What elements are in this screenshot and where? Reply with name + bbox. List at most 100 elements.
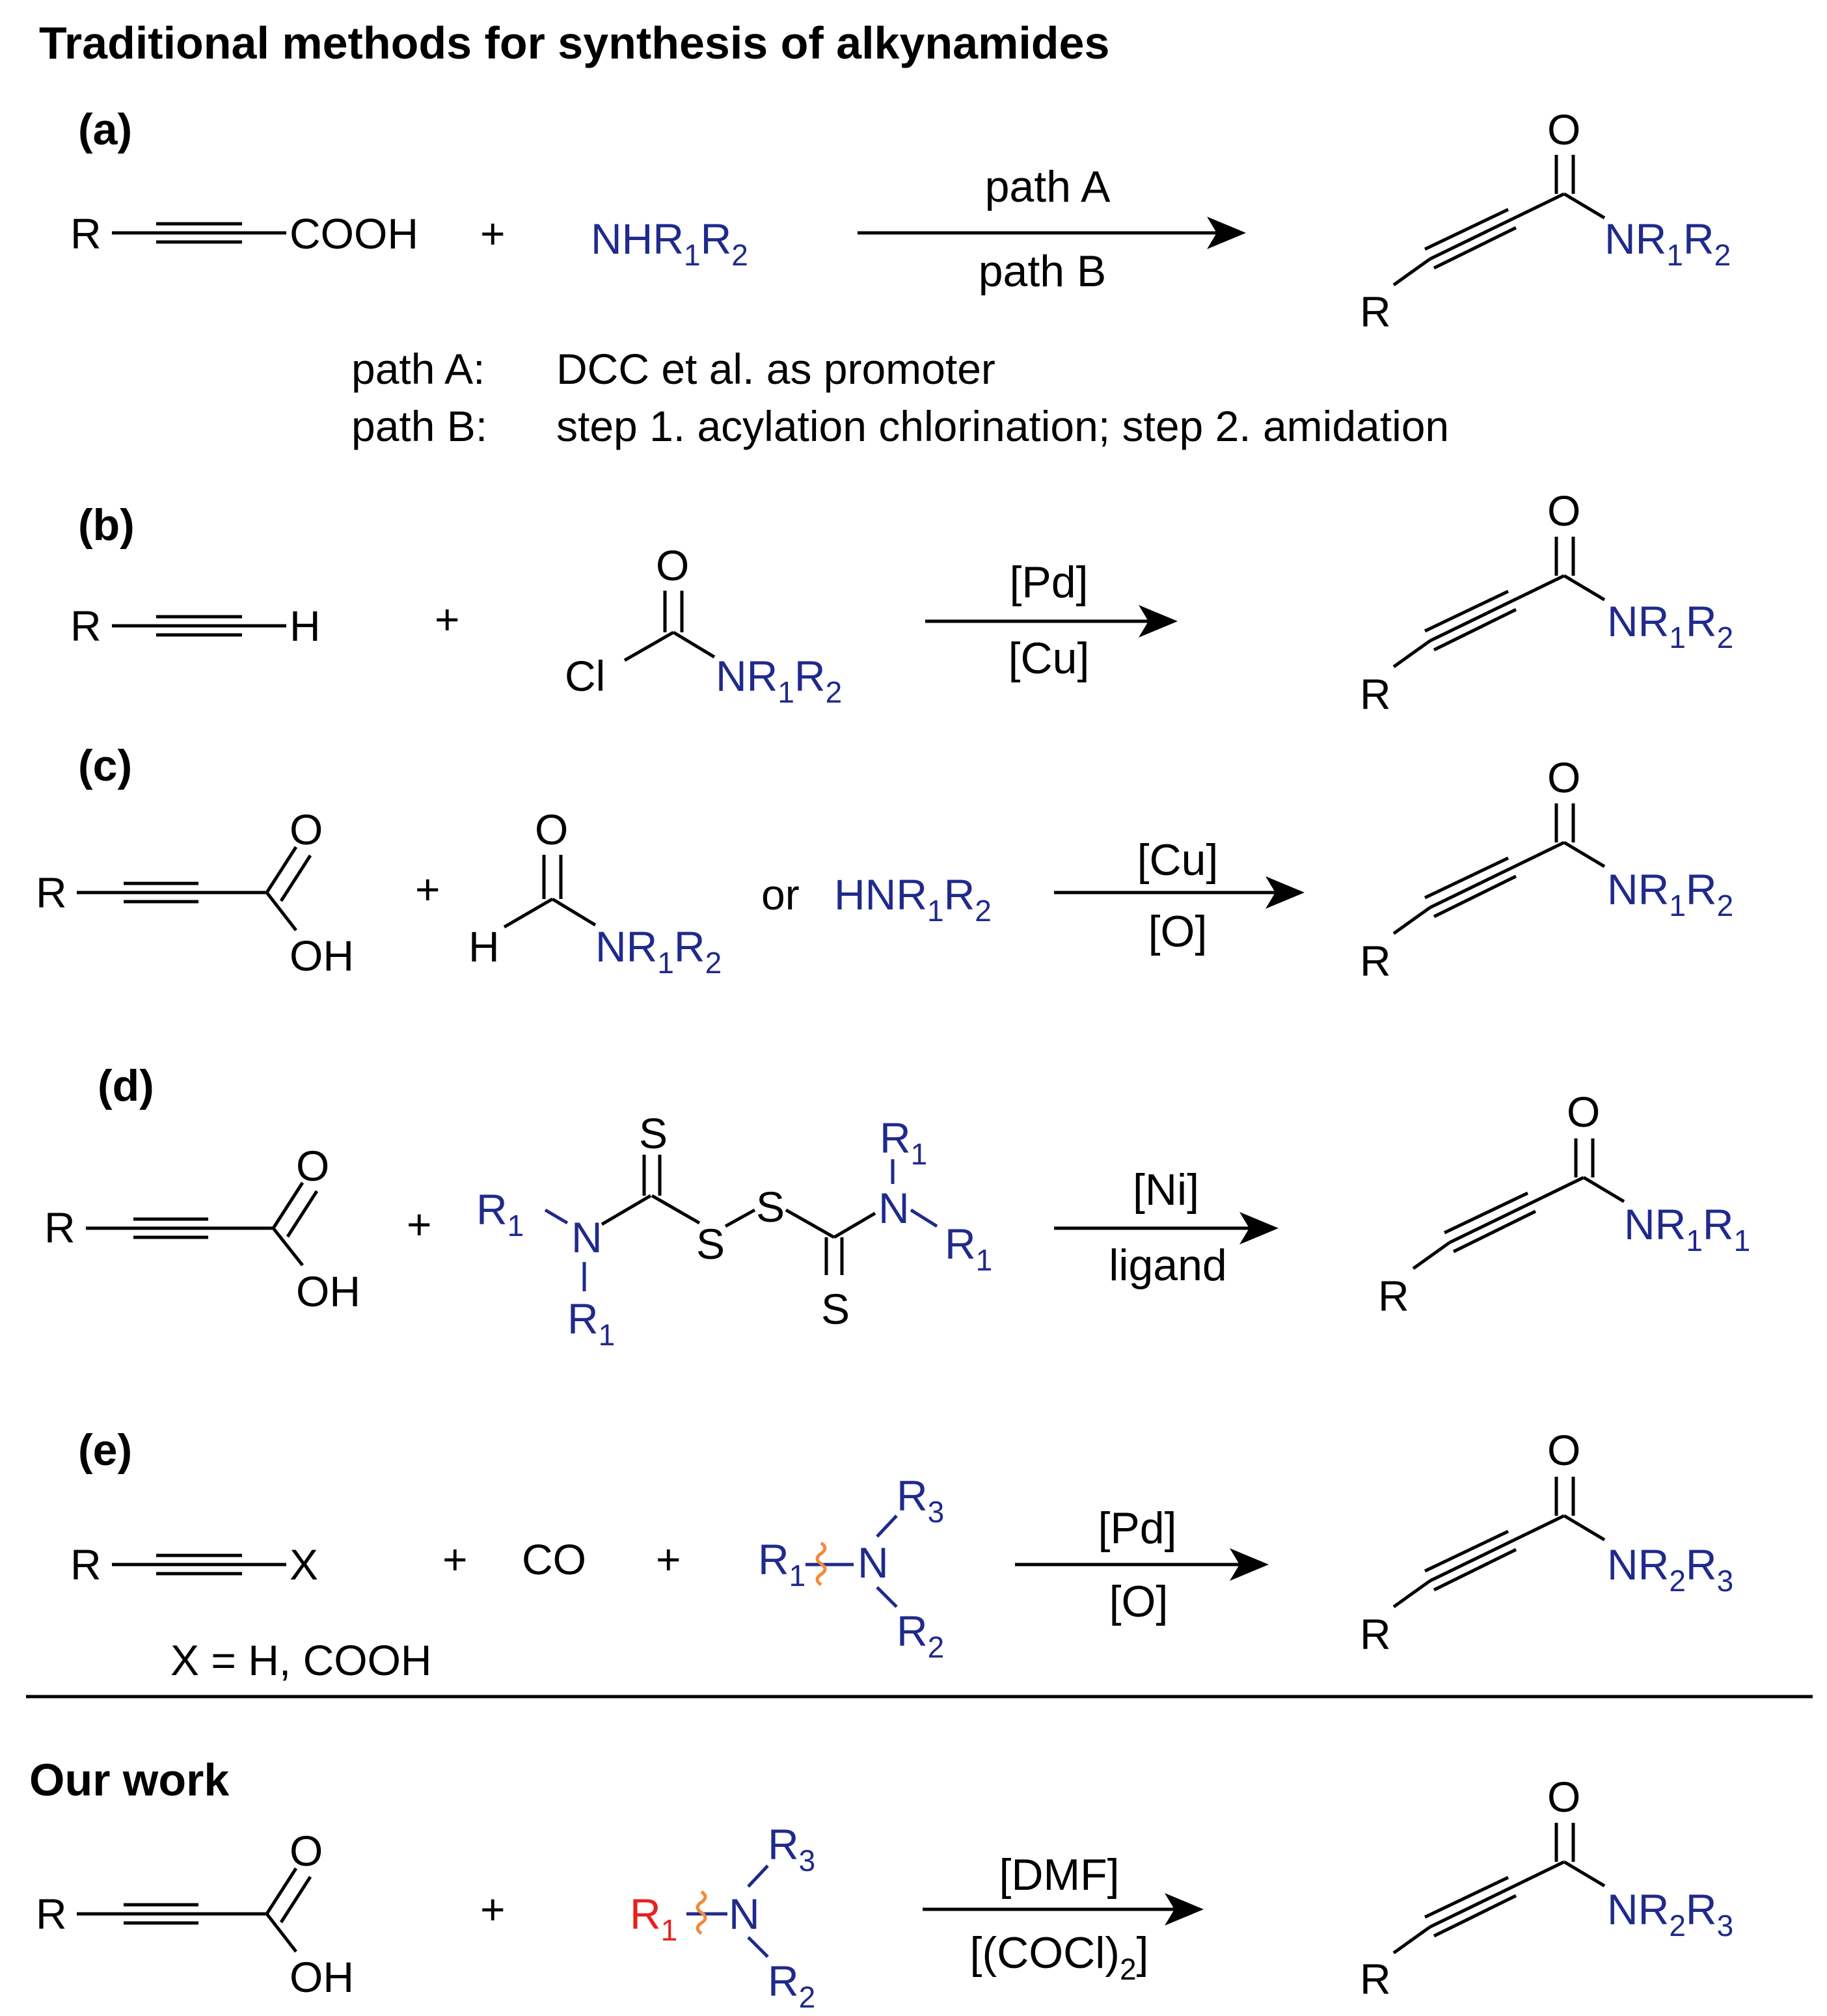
svg-text:R: R (1360, 937, 1391, 985)
svg-text:R1: R1 (945, 1220, 992, 1277)
section-c-label: (c) (78, 741, 132, 790)
formamide: O H NR1R2 (468, 805, 722, 980)
thiuram-disulfide: R1 N R1 S S S S N R1 R1 (476, 1109, 992, 1352)
or-text: or (761, 870, 800, 919)
plus-sign: + (480, 209, 506, 258)
amine-nhr1r2: NHR1R2 (591, 215, 748, 272)
section-c: (c) R O OH + O H NR1R2 or H NR1R2 [Cu] [O… (36, 741, 1733, 985)
svg-text:R2: R2 (768, 1957, 815, 2014)
svg-text:R: R (36, 1890, 67, 1938)
section-d-label: (d) (98, 1061, 154, 1110)
svg-text:R: R (1360, 1610, 1391, 1658)
note-path-b-key: path B: (351, 402, 487, 450)
arrow-label-top: [Pd] (1098, 1503, 1177, 1553)
svg-text:O: O (290, 1827, 323, 1875)
svg-text:O: O (290, 805, 323, 853)
svg-text:R: R (70, 602, 102, 650)
svg-text:O: O (296, 1142, 329, 1190)
x-definition: X = H, COOH (170, 1636, 432, 1684)
section-our-work: Our work R O OH + R1 N R3 R2 [DMF] [(COC… (29, 1754, 1733, 2014)
note-path-a-key: path A: (351, 345, 485, 393)
svg-text:NR1R2: NR1R2 (1607, 597, 1733, 654)
svg-text:H: H (468, 922, 500, 971)
svg-text:O: O (1547, 1773, 1580, 1821)
arrow-label-bottom: path B (979, 247, 1107, 296)
plus-sign: + (442, 1535, 468, 1583)
svg-text:S: S (756, 1183, 785, 1231)
svg-text:NR1R2: NR1R2 (716, 652, 842, 709)
svg-text:S: S (696, 1220, 725, 1268)
arrow-label-bottom: [O] (1148, 907, 1208, 956)
svg-text:R2: R2 (897, 1607, 944, 1664)
svg-text:X: X (290, 1540, 318, 1589)
svg-text:R: R (1360, 670, 1391, 718)
product-alkynamide: O R NR2R3 (1360, 1773, 1733, 2003)
carbamoyl-chloride: O Cl NR1R2 (565, 541, 842, 709)
svg-text:R1: R1 (476, 1185, 524, 1243)
plus-sign: + (407, 1200, 432, 1248)
product-alkynamide: O R NR1R2 (1360, 105, 1731, 336)
svg-text:OH: OH (290, 932, 354, 980)
product-alkynamide: O R NR1R2 (1360, 753, 1733, 985)
section-a: (a) R COOH + NHR1R2 path A path B O R NR… (70, 105, 1731, 450)
svg-text:R: R (70, 1540, 102, 1589)
plus-sign: + (480, 1885, 506, 1933)
svg-text:R: R (1378, 1272, 1409, 1320)
section-b-label: (b) (78, 500, 135, 550)
product-alkynamide: O R NR2R3 (1360, 1426, 1733, 1658)
arrow-label-bottom: [O] (1109, 1577, 1169, 1626)
co-reagent: CO (522, 1535, 586, 1583)
svg-text:OH: OH (290, 1953, 354, 2001)
product-alkynamide: O R NR1R2 (1360, 487, 1733, 718)
svg-text:O: O (1547, 487, 1580, 535)
svg-text:O: O (1567, 1088, 1600, 1136)
svg-text:R: R (1360, 288, 1391, 336)
arrow-label-top: [Pd] (1010, 558, 1089, 607)
svg-text:R1: R1 (567, 1295, 615, 1352)
svg-text:N: N (878, 1184, 910, 1232)
arrow-label-top: [Ni] (1133, 1165, 1199, 1215)
arrow-label-bottom: [Cu] (1008, 634, 1090, 683)
cooh-group: COOH (290, 209, 418, 258)
svg-text:Cl: Cl (565, 652, 605, 700)
tertiary-amine: R1 N R3 R2 (758, 1472, 944, 1664)
svg-text:R3: R3 (897, 1472, 944, 1529)
svg-text:R: R (1360, 1955, 1391, 2003)
section-e: (e) R X + CO + R1 N R3 R2 [Pd] [O] X = H… (70, 1425, 1733, 1684)
svg-text:N: N (571, 1213, 602, 1261)
svg-text:NR1R2: NR1R2 (1607, 865, 1733, 922)
section-a-label: (a) (78, 105, 132, 154)
arrow-label-bottom: [(COCl)2] (970, 1928, 1149, 1986)
scheme-title: Traditional methods for synthesis of alk… (39, 18, 1109, 68)
svg-text:R1: R1 (630, 1890, 677, 1947)
product-alkynamide: O R NR1R1 (1378, 1088, 1750, 1320)
svg-text:N: N (858, 1539, 889, 1587)
svg-text:N: N (729, 1890, 760, 1938)
section-e-label: (e) (78, 1425, 132, 1475)
svg-text:O: O (1547, 1426, 1580, 1474)
section-b: (b) R H + O Cl NR1R2 [Pd] [Cu] O (70, 487, 1733, 718)
svg-text:R: R (44, 1203, 75, 1252)
arrow-label-top: [Cu] (1137, 835, 1219, 885)
svg-text:NR1R2: NR1R2 (1604, 215, 1731, 272)
svg-text:R1: R1 (880, 1114, 927, 1171)
note-path-b-text: step 1. acylation chlorination; step 2. … (556, 402, 1449, 450)
svg-text:H: H (290, 602, 321, 650)
arrow-label-bottom: ligand (1109, 1241, 1227, 1290)
svg-text:O: O (1547, 105, 1580, 154)
svg-text:O: O (535, 805, 568, 853)
plus-sign: + (415, 865, 440, 913)
svg-text:NR1R1: NR1R1 (1624, 1200, 1750, 1257)
our-work-title: Our work (29, 1754, 229, 1805)
svg-text:R: R (36, 868, 67, 917)
arrow-label-top: [DMF] (999, 1850, 1119, 1900)
svg-text:S: S (821, 1285, 850, 1333)
svg-text:NR1R2: NR1R2 (595, 922, 722, 980)
svg-text:OH: OH (296, 1267, 360, 1315)
plus-sign: + (435, 595, 460, 643)
svg-text:O: O (1547, 753, 1580, 801)
note-path-a-text: DCC et al. as promoter (556, 345, 995, 393)
svg-text:S: S (639, 1109, 668, 1157)
svg-text:R1: R1 (758, 1535, 805, 1593)
